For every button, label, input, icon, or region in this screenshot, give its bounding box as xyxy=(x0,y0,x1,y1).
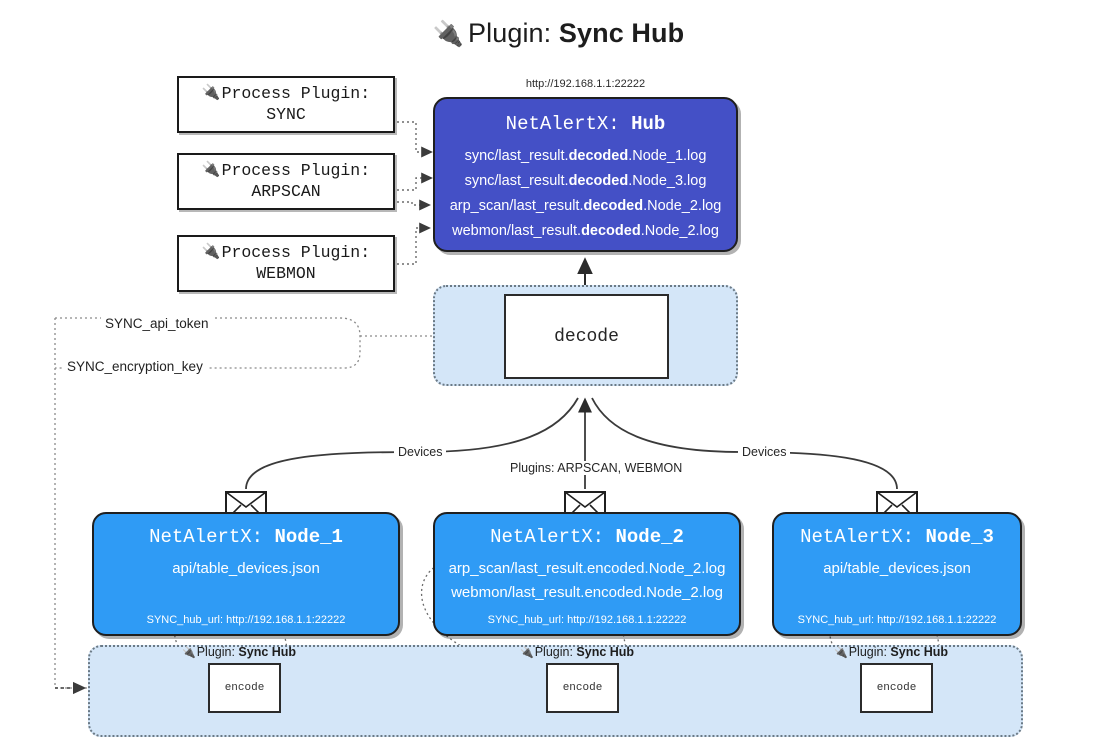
node-line: arp_scan/last_result.encoded.Node_2.log xyxy=(448,560,726,577)
node-box-node-3[interactable]: NetAlertX: Node_3 api/table_devices.json… xyxy=(772,512,1022,636)
plug-icon: 🔌 xyxy=(182,647,196,659)
process-plugin-name: SYNC xyxy=(266,104,306,124)
encode-plugin-label-2: 🔌Plugin: Sync Hub xyxy=(520,645,634,659)
encode-plugin-label-1: 🔌Plugin: Sync Hub xyxy=(182,645,296,659)
log-strong: decoded xyxy=(583,197,644,214)
hub-log-line: webmon/last_result.decoded.Node_2.log xyxy=(435,219,736,244)
node-title: NetAlertX: Node_1 xyxy=(94,526,398,548)
process-plugin-label: Process Plugin: xyxy=(221,242,371,262)
encode-plugin-name: Sync Hub xyxy=(576,645,635,659)
plug-icon: 🔌 xyxy=(201,84,221,102)
log-prefix: sync/last_result. xyxy=(464,172,569,189)
node-hub-url: SYNC_hub_url: http://192.168.1.1:22222 xyxy=(797,614,997,626)
node-line-list: arp_scan/last_result.encoded.Node_2.log … xyxy=(435,557,739,606)
node-line: api/table_devices.json xyxy=(172,560,320,577)
encode-plugin-prefix: Plugin: xyxy=(848,645,887,659)
hub-log-line: sync/last_result.decoded.Node_1.log xyxy=(435,144,736,169)
label-sync-encryption-key: SYNC_encryption_key xyxy=(63,359,207,374)
encode-plugin-label-3: 🔌Plugin: Sync Hub xyxy=(834,645,948,659)
node-hub-url: SYNC_hub_url: http://192.168.1.1:22222 xyxy=(146,614,346,626)
process-plugin-webmon[interactable]: 🔌 Process Plugin: WEBMON xyxy=(177,235,395,292)
node-hub-url: SYNC_hub_url: http://192.168.1.1:22222 xyxy=(487,614,687,626)
node-box-node-1[interactable]: NetAlertX: Node_1 api/table_devices.json… xyxy=(92,512,400,636)
hub-log-list: sync/last_result.decoded.Node_1.log sync… xyxy=(435,144,736,244)
log-strong: decoded xyxy=(568,172,629,189)
plug-icon: 🔌 xyxy=(520,647,534,659)
log-suffix: .Node_1.log xyxy=(628,148,707,164)
hub-title-name: Hub xyxy=(631,113,666,135)
hub-title-prefix: NetAlertX: xyxy=(505,113,620,135)
label-plugins-center: Plugins: ARPSCAN, WEBMON xyxy=(506,461,687,475)
plug-icon: 🔌 xyxy=(201,243,221,261)
node-line: api/table_devices.json xyxy=(823,560,971,577)
process-plugin-name: WEBMON xyxy=(256,263,316,283)
log-prefix: sync/last_result. xyxy=(464,148,569,164)
hub-log-line: sync/last_result.decoded.Node_3.log xyxy=(435,169,736,194)
node-line-list: api/table_devices.json xyxy=(94,557,398,581)
node-title-name: Node_2 xyxy=(615,526,684,548)
encode-plugin-prefix: Plugin: xyxy=(196,645,235,659)
log-prefix: arp_scan/last_result. xyxy=(449,197,584,214)
wire-node3-to-decode xyxy=(591,397,898,490)
encode-box-3[interactable]: encode xyxy=(860,663,933,713)
node-title-prefix: NetAlertX: xyxy=(149,526,264,548)
wire-sync-to-hub xyxy=(397,121,433,158)
node-line: webmon/last_result.encoded.Node_2.log xyxy=(451,584,723,602)
hub-url: http://192.168.1.1:22222 xyxy=(525,78,646,90)
process-plugin-label: Process Plugin: xyxy=(221,83,371,103)
node-title-prefix: NetAlertX: xyxy=(800,526,915,548)
log-suffix: .Node_2.log xyxy=(643,197,722,214)
label-sync-api-token: SYNC_api_token xyxy=(101,316,213,331)
wire-node1-to-decode xyxy=(245,397,579,490)
log-suffix: .Node_2.log xyxy=(640,222,719,239)
node-title-prefix: NetAlertX: xyxy=(490,526,605,548)
decode-box[interactable]: decode xyxy=(504,294,669,379)
wire-webmon-to-hub xyxy=(397,222,431,265)
process-plugin-name: ARPSCAN xyxy=(251,181,321,201)
page-title-prefix: Plugin: xyxy=(468,18,552,48)
plug-icon: 🔌 xyxy=(834,647,848,659)
encode-plugin-name: Sync Hub xyxy=(238,645,297,659)
node-title-name: Node_1 xyxy=(274,526,343,548)
node-line-list: api/table_devices.json xyxy=(774,557,1020,581)
encode-plugin-prefix: Plugin: xyxy=(534,645,573,659)
page-title-name: Sync Hub xyxy=(558,18,685,48)
label-devices-left: Devices xyxy=(394,445,447,459)
wire-arpscan-to-hub xyxy=(397,172,433,191)
process-plugin-label: Process Plugin: xyxy=(221,160,371,180)
log-suffix: .Node_3.log xyxy=(628,172,707,189)
process-plugin-sync[interactable]: 🔌 Process Plugin: SYNC xyxy=(177,76,395,133)
node-title: NetAlertX: Node_2 xyxy=(435,526,739,548)
log-strong: decoded xyxy=(568,148,629,164)
node-box-node-2[interactable]: NetAlertX: Node_2 arp_scan/last_result.e… xyxy=(433,512,741,636)
encode-box-1[interactable]: encode xyxy=(208,663,281,713)
plug-icon: 🔌 xyxy=(432,20,465,48)
plug-icon: 🔌 xyxy=(201,161,221,179)
hub-log-line: arp_scan/last_result.decoded.Node_2.log xyxy=(435,194,736,219)
node-title-name: Node_3 xyxy=(925,526,994,548)
node-title: NetAlertX: Node_3 xyxy=(774,526,1020,548)
hub-box[interactable]: NetAlertX: Hub sync/last_result.decoded.… xyxy=(433,97,738,252)
page-title: 🔌Plugin: Sync Hub xyxy=(0,18,1117,49)
log-prefix: webmon/last_result. xyxy=(452,222,582,239)
process-plugin-arpscan[interactable]: 🔌 Process Plugin: ARPSCAN xyxy=(177,153,395,210)
label-devices-right: Devices xyxy=(738,445,791,459)
hub-title: NetAlertX: Hub xyxy=(435,113,736,135)
wire-arpscan-to-hub-2 xyxy=(397,199,431,211)
log-strong: decoded xyxy=(581,222,641,239)
encode-plugin-name: Sync Hub xyxy=(890,645,949,659)
encode-box-2[interactable]: encode xyxy=(546,663,619,713)
